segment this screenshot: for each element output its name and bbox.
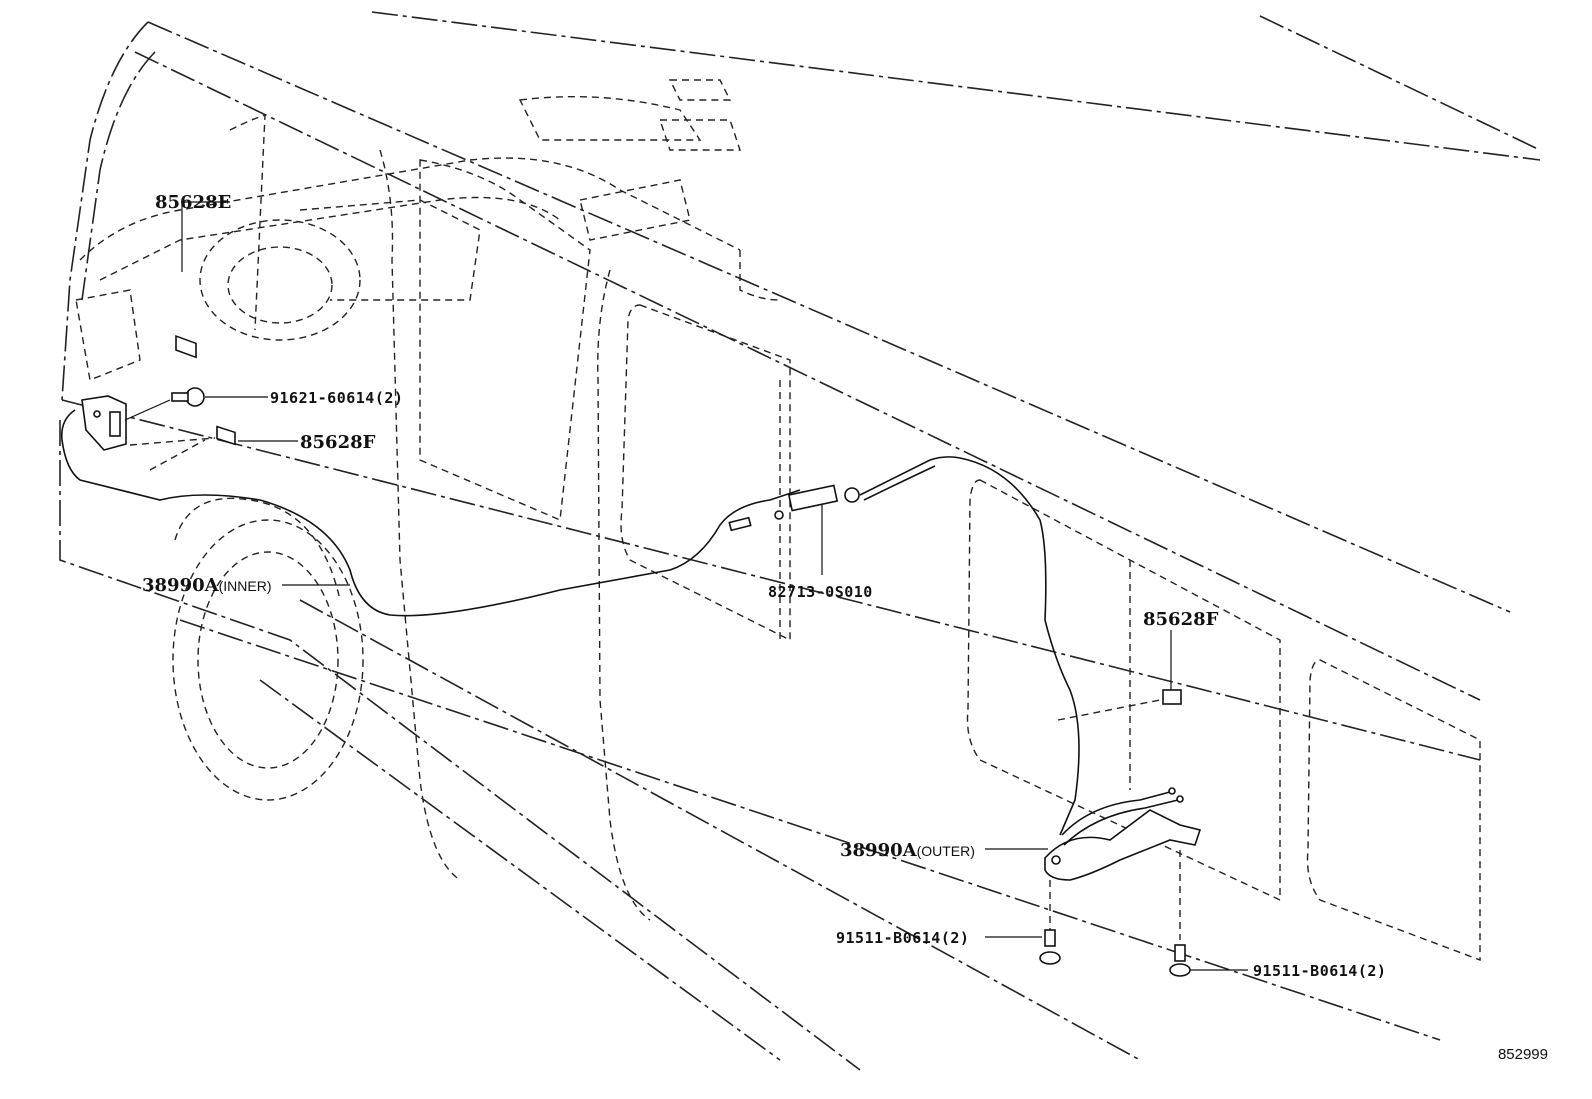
label-82713-text: 82713-0S010 <box>768 583 873 601</box>
label-85628f-rear-text: 85628F <box>1143 609 1219 630</box>
figure-reference: 852999 <box>1497 1046 1548 1063</box>
bolt-91621 <box>124 387 205 421</box>
bolt-91511-left <box>1039 929 1061 965</box>
leader-lines <box>181 201 1248 971</box>
label-38990a-outer-text: 38990A(OUTER) <box>840 840 975 861</box>
caution-label-85628e <box>175 334 197 359</box>
label-91621-text: 91621-60614(2) <box>270 389 404 407</box>
van-body-outline <box>59 11 1541 1071</box>
label-38990a-inner-text: 38990A(INNER) <box>142 575 271 596</box>
caution-label-85628f-rear <box>1162 689 1182 705</box>
hood-release-lever <box>81 395 127 451</box>
hood-release-cable-inner <box>60 409 801 617</box>
hood-release-cable-outer <box>859 456 1080 836</box>
label-85628e-text: 85628E <box>155 192 232 213</box>
caution-label-85628f-front <box>216 425 236 446</box>
cable-inner-suffix: (INNER) <box>218 578 272 594</box>
bolt-91511-right <box>1169 944 1191 977</box>
cable-outer-code: 38990A <box>840 840 917 861</box>
label-91511-right-text: 91511-B0614(2) <box>1253 962 1387 980</box>
cable-clamp <box>728 484 860 532</box>
label-91511-left-text: 91511-B0614(2) <box>836 929 970 947</box>
rear-latch-bracket <box>1044 787 1202 881</box>
cable-outer-suffix: (OUTER) <box>916 843 975 859</box>
label-85628f-front-text: 85628F <box>300 432 376 453</box>
cable-inner-code: 38990A <box>142 575 219 596</box>
